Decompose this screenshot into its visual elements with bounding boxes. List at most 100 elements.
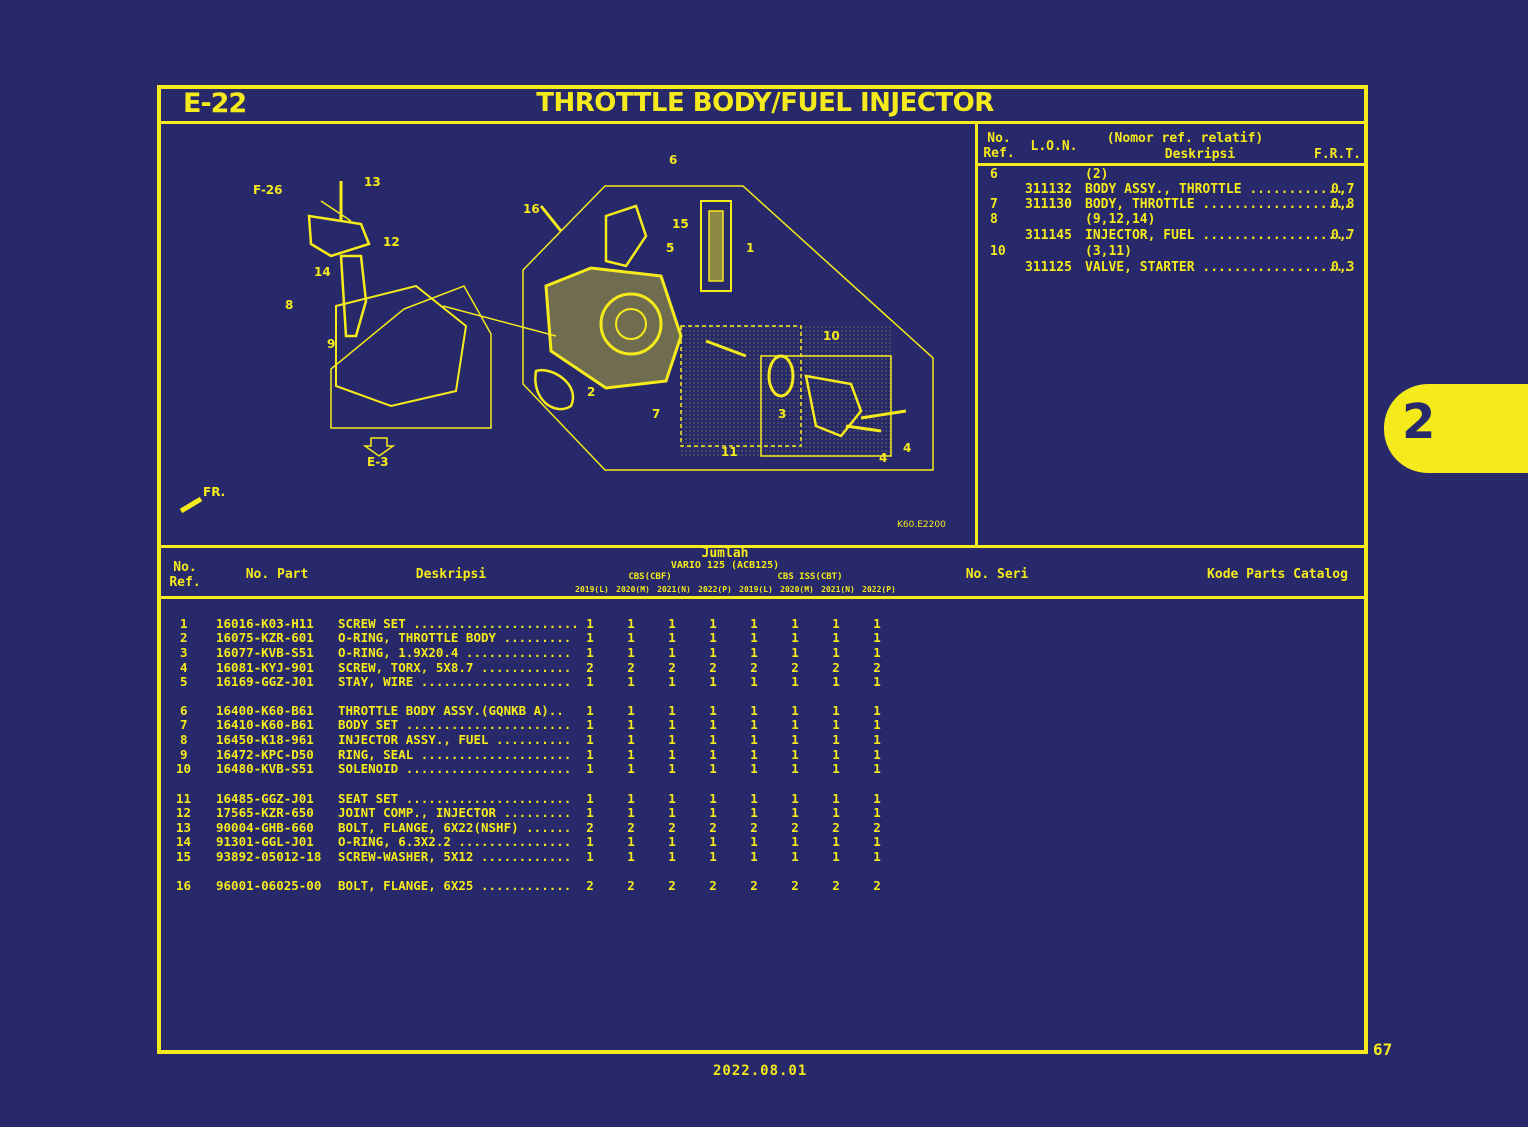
part-quantity: 1 xyxy=(668,849,676,864)
part-number: 16075-KZR-601 xyxy=(216,630,314,645)
injector-outline xyxy=(330,285,492,429)
part-quantity: 2 xyxy=(832,660,840,675)
part-number: 16472-KPC-D50 xyxy=(216,747,314,762)
part-quantity: 1 xyxy=(750,761,758,776)
part-quantity: 1 xyxy=(627,849,635,864)
callout-13: 13 xyxy=(364,175,381,189)
exploded-diagram: 6 13 12 16 15 5 1 14 8 9 2 7 10 3 11 4 4… xyxy=(179,153,946,530)
part-quantity: 1 xyxy=(791,834,799,849)
part-quantity: 1 xyxy=(668,717,676,732)
callout-16: 16 xyxy=(523,202,540,216)
part-number: 16169-GGZ-J01 xyxy=(216,674,314,689)
part-quantity: 1 xyxy=(873,747,881,762)
lon-code: 311145 xyxy=(1025,228,1072,243)
part-description: RING, SEAL .................... xyxy=(338,747,572,762)
part-number: 96001-06025-00 xyxy=(216,878,322,893)
page-code: E-22 xyxy=(183,88,247,119)
part-quantity: 1 xyxy=(750,791,758,806)
part-ref: 9 xyxy=(180,747,188,762)
year-header: 2021(N) xyxy=(657,585,691,594)
parts-col-desc: Deskripsi xyxy=(415,567,487,582)
callout-6: 6 xyxy=(669,153,677,167)
joint-comp xyxy=(307,214,371,258)
part-quantity: 1 xyxy=(832,747,840,762)
lon-col-ref: No. Ref. xyxy=(983,131,1015,161)
lon-code: 311125 xyxy=(1025,260,1072,275)
part-quantity: 2 xyxy=(709,878,717,893)
part-ref: 4 xyxy=(180,660,188,675)
part-quantity: 1 xyxy=(627,732,635,747)
part-quantity: 1 xyxy=(873,791,881,806)
lon-ref: 10 xyxy=(990,244,1006,259)
part-quantity: 1 xyxy=(586,747,594,762)
part-quantity: 1 xyxy=(586,645,594,660)
diagram-divider xyxy=(975,121,978,546)
parts-col-cbs: CBS(CBF) xyxy=(628,572,672,582)
part-quantity: 2 xyxy=(668,820,676,835)
part-quantity: 1 xyxy=(750,674,758,689)
part-ref: 13 xyxy=(176,820,192,835)
part-ref: 16 xyxy=(176,878,192,893)
part-description: STAY, WIRE .................... xyxy=(338,674,572,689)
part-ref: 8 xyxy=(180,732,188,747)
part-quantity: 1 xyxy=(586,849,594,864)
part-quantity: 2 xyxy=(791,878,799,893)
callout-10: 10 xyxy=(823,329,840,343)
part-quantity: 1 xyxy=(873,805,881,820)
part-quantity: 1 xyxy=(750,645,758,660)
parts-col-jumlah: Jumlah xyxy=(701,546,749,561)
part-quantity: 1 xyxy=(709,834,717,849)
year-header: 2020(M) xyxy=(780,585,814,594)
part-quantity: 1 xyxy=(586,761,594,776)
callout-5: 5 xyxy=(666,241,674,255)
part-quantity: 1 xyxy=(832,674,840,689)
part-quantity: 1 xyxy=(832,761,840,776)
part-quantity: 1 xyxy=(791,645,799,660)
callout-11: 11 xyxy=(721,445,738,459)
parts-col-model: VARIO 125 (ACB125) xyxy=(670,560,780,571)
lon-frt: 0,3 xyxy=(1331,260,1355,275)
part-quantity: 1 xyxy=(750,703,758,718)
assembly-outline xyxy=(522,185,934,471)
part-quantity: 1 xyxy=(668,805,676,820)
part-quantity: 2 xyxy=(873,878,881,893)
part-number: 93892-05012-18 xyxy=(216,849,322,864)
injector-body xyxy=(339,254,368,338)
part-quantity: 1 xyxy=(709,732,717,747)
year-header: 2021(N) xyxy=(821,585,855,594)
parts-header-divider xyxy=(157,596,1368,599)
part-quantity: 1 xyxy=(750,717,758,732)
part-description: BOLT, FLANGE, 6X25 ............ xyxy=(338,878,572,893)
year-header: 2022(P) xyxy=(862,585,896,594)
part-quantity: 2 xyxy=(668,878,676,893)
part-quantity: 1 xyxy=(791,791,799,806)
part-quantity: 1 xyxy=(873,717,881,732)
callout-14: 14 xyxy=(314,265,331,279)
part-number: 16485-GGZ-J01 xyxy=(216,791,314,806)
year-header: 2019(L) xyxy=(575,585,609,594)
part-quantity: 1 xyxy=(627,834,635,849)
part-quantity: 1 xyxy=(873,761,881,776)
part-quantity: 2 xyxy=(627,660,635,675)
part-quantity: 2 xyxy=(586,820,594,835)
part-quantity: 1 xyxy=(750,849,758,864)
part-description: O-RING, 6.3X2.2 ............... xyxy=(338,834,572,849)
screw-set xyxy=(700,200,732,292)
part-number: 16081-KYJ-901 xyxy=(216,660,314,675)
part-ref: 2 xyxy=(180,630,188,645)
lon-ref: 8 xyxy=(990,212,998,227)
part-description: SCREW, TORX, 5X8.7 ............ xyxy=(338,660,572,675)
part-quantity: 1 xyxy=(791,616,799,631)
part-quantity: 1 xyxy=(586,630,594,645)
part-quantity: 1 xyxy=(709,761,717,776)
part-quantity: 1 xyxy=(668,674,676,689)
part-quantity: 1 xyxy=(627,791,635,806)
year-header: 2022(P) xyxy=(698,585,732,594)
lon-ref: 6 xyxy=(990,167,998,182)
part-number: 16450-K18-961 xyxy=(216,732,314,747)
part-description: SEAT SET ...................... xyxy=(338,791,572,806)
part-quantity: 1 xyxy=(750,834,758,849)
part-quantity: 2 xyxy=(832,878,840,893)
part-quantity: 2 xyxy=(627,878,635,893)
part-quantity: 1 xyxy=(750,630,758,645)
